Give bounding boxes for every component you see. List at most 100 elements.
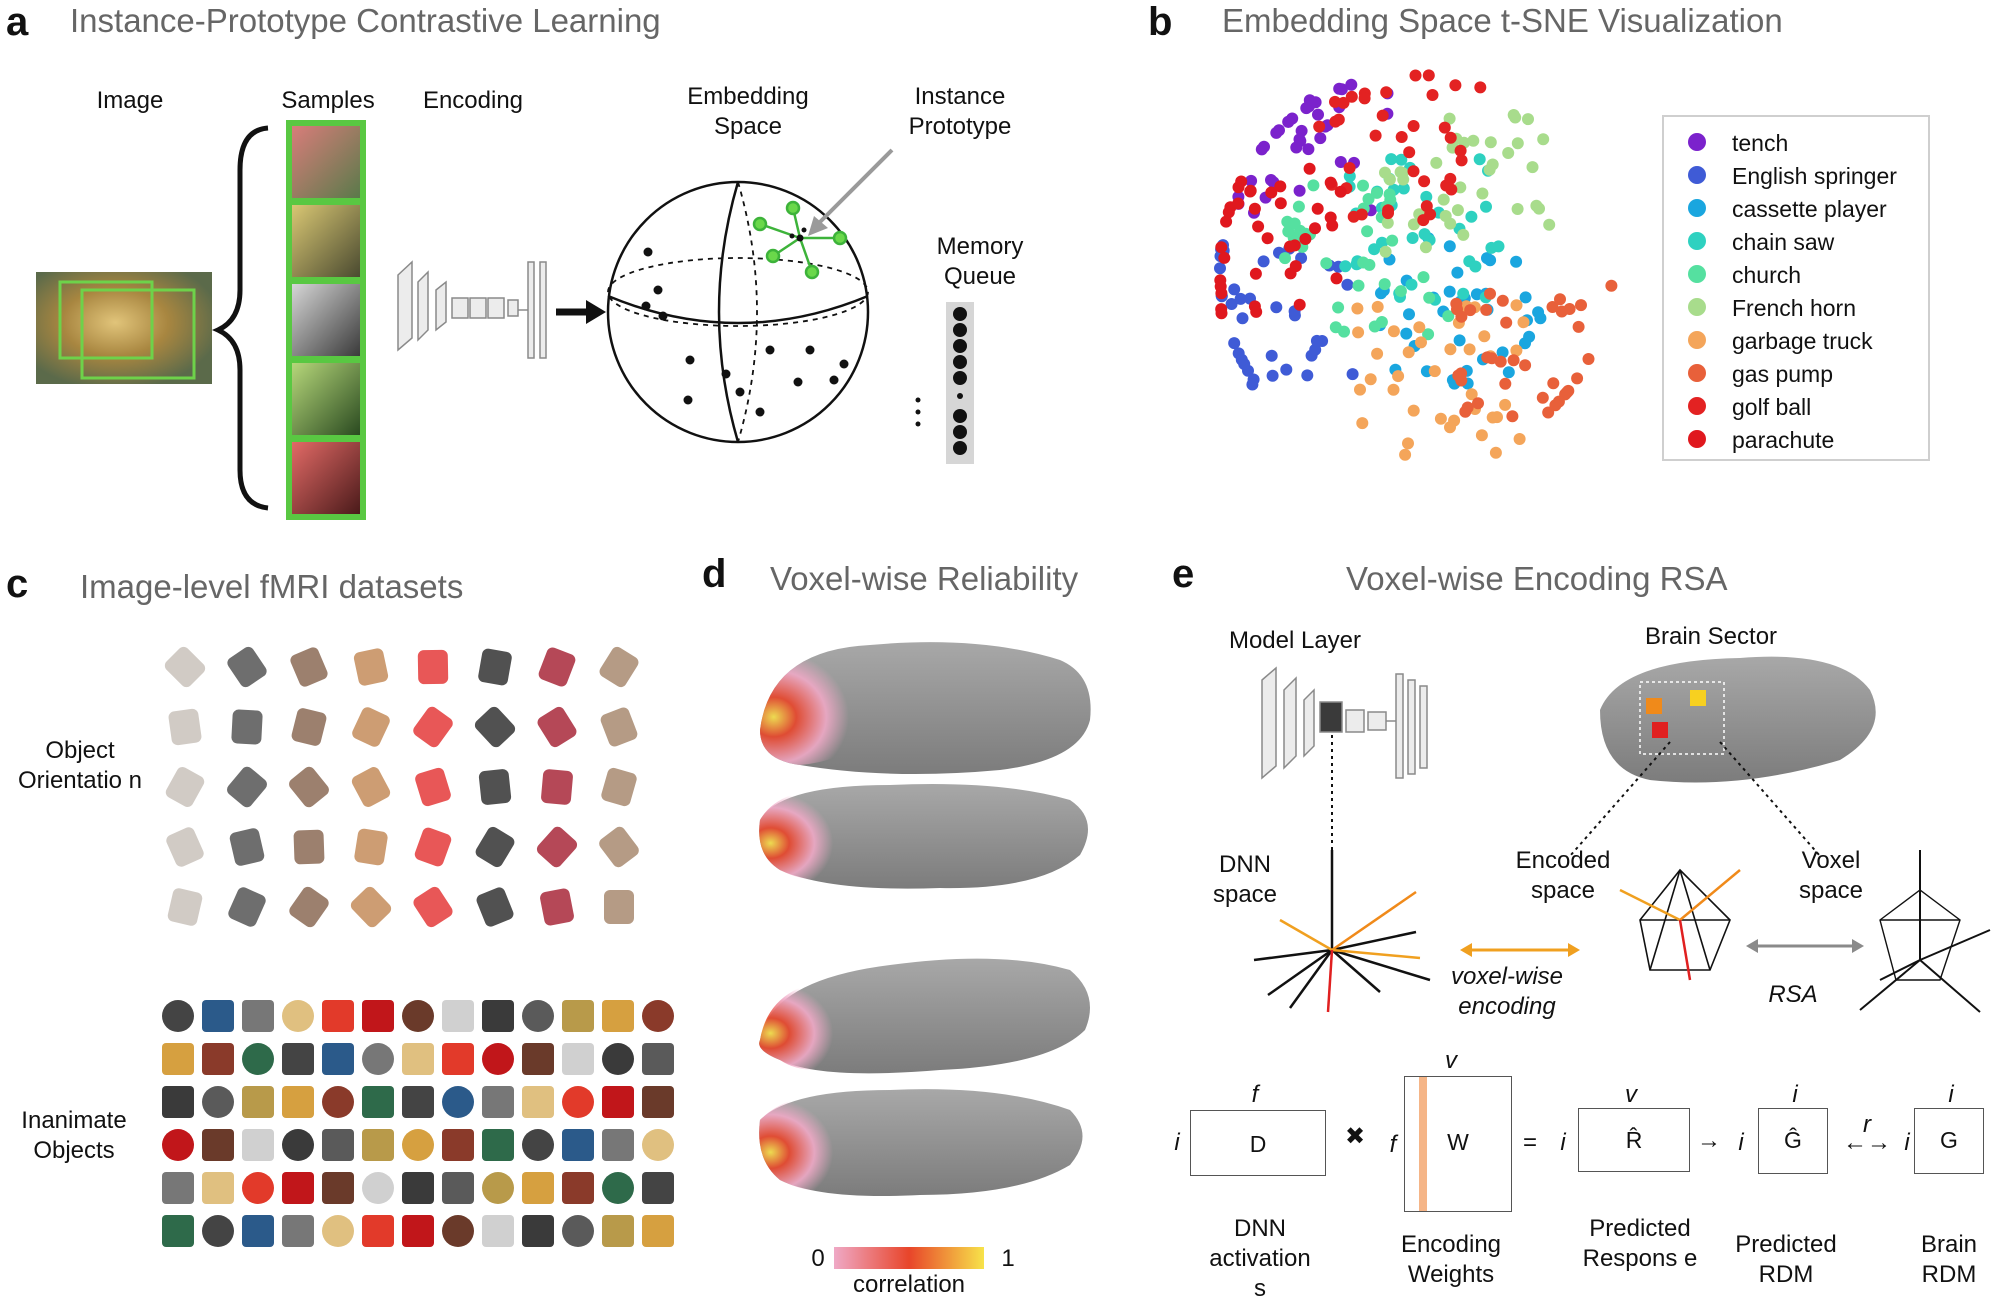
tsne-point <box>1402 346 1415 359</box>
object-thumbnail <box>442 1129 474 1161</box>
eq-i-label-2: i <box>1560 1129 1566 1156</box>
orientation-thumbnail <box>288 645 330 689</box>
tsne-point <box>1334 185 1347 198</box>
eq-i-label-1: i <box>1174 1129 1180 1156</box>
equals-sign: = <box>1522 1129 1537 1156</box>
tsne-point <box>1341 278 1354 291</box>
tsne-point <box>1533 202 1545 215</box>
tsne-point <box>1428 365 1441 378</box>
tsne-point <box>1413 321 1426 334</box>
legend-dot <box>1688 265 1706 283</box>
memory-queue-label: Memory Queue <box>936 233 1024 290</box>
caption-encoding-weights: Encoding Weights <box>1400 1231 1502 1288</box>
voxel-wise-encoding-label: voxel-wise encoding <box>1450 963 1564 1020</box>
tsne-point <box>1235 175 1248 188</box>
object-thumbnail <box>322 1000 354 1032</box>
tsne-point <box>1496 346 1509 359</box>
colorbar-label: correlation <box>852 1271 966 1298</box>
tsne-point <box>1438 121 1451 134</box>
tsne-point <box>1282 225 1295 238</box>
tsne-point <box>1378 278 1391 291</box>
tsne-point <box>1406 232 1419 244</box>
tsne-point <box>1455 374 1468 387</box>
brain-top-2 <box>759 784 1088 889</box>
tsne-point <box>1345 78 1358 91</box>
object-thumbnail <box>402 1129 434 1161</box>
sample-strip <box>286 120 366 520</box>
orientation-thumbnail <box>604 890 634 924</box>
tsne-point <box>1369 129 1382 142</box>
object-thumbnail <box>562 1000 594 1032</box>
orientation-thumbnail <box>540 768 574 806</box>
tsne-point <box>1288 309 1301 322</box>
brace <box>211 125 269 511</box>
tsne-point <box>1480 303 1493 316</box>
tsne-point <box>1332 113 1345 126</box>
instance-prototype-label: Instance Prototype <box>908 83 1012 140</box>
eq-f-label-1: f <box>1251 1081 1259 1108</box>
object-thumbnail <box>602 1129 634 1161</box>
tsne-point <box>1310 334 1323 347</box>
object-thumbnail <box>162 1129 194 1161</box>
object-thumbnail <box>242 1000 274 1032</box>
legend-dot <box>1688 133 1706 151</box>
tsne-point <box>1437 193 1450 206</box>
tsne-point <box>1513 433 1526 445</box>
tsne-point <box>1375 287 1387 300</box>
object-thumbnail <box>242 1086 274 1118</box>
rsa-label: RSA <box>1768 981 1818 1008</box>
tsne-point <box>1419 241 1432 254</box>
tsne-point <box>1492 240 1505 253</box>
caption-dnn-activations: DNN activation s <box>1209 1215 1311 1302</box>
tsne-point <box>1346 368 1359 381</box>
tsne-point <box>1364 373 1377 386</box>
tsne-point <box>1420 190 1433 203</box>
times-icon: ✖ <box>1344 1123 1366 1150</box>
tsne-point <box>1443 112 1456 125</box>
tsne-point <box>1250 305 1263 318</box>
voxel-space-plot <box>1859 850 1991 1013</box>
tsne-point <box>1370 186 1383 199</box>
tsne-point <box>1405 278 1418 291</box>
legend-dot <box>1688 430 1706 448</box>
legend-label: chain saw <box>1732 229 1835 255</box>
object-thumbnail <box>522 1043 554 1075</box>
tsne-point <box>1402 437 1414 450</box>
tsne-point <box>1542 406 1555 419</box>
object-thumbnail <box>162 1215 194 1247</box>
tsne-point <box>1509 111 1522 124</box>
tsne-point <box>1449 79 1462 92</box>
leopard-image <box>36 272 212 384</box>
tsne-point <box>1560 386 1573 399</box>
tsne-point <box>1314 132 1327 145</box>
object-thumbnail <box>522 1129 554 1161</box>
orientation-thumbnail <box>534 824 580 870</box>
object-thumbnail <box>282 1215 314 1247</box>
tsne-point <box>1293 184 1306 197</box>
legend-label: garbage truck <box>1732 328 1873 354</box>
orientation-thumbnail <box>163 764 207 810</box>
panel-d-title: Voxel-wise Reliability <box>770 560 1079 597</box>
tsne-point <box>1352 279 1365 292</box>
orientation-thumbnail <box>474 885 516 929</box>
tsne-point <box>1299 233 1312 245</box>
tsne-point <box>1546 301 1559 313</box>
object-thumbnail <box>322 1129 354 1161</box>
tsne-point <box>1280 363 1293 376</box>
orientation-thumbnail <box>472 704 518 750</box>
tsne-point <box>1507 354 1520 367</box>
tsne-point <box>1407 120 1420 132</box>
tsne-point <box>1339 260 1352 273</box>
tsne-point <box>1395 153 1408 166</box>
tsne-point <box>1244 185 1257 198</box>
object-thumbnail <box>282 1129 314 1161</box>
matrix-w: W <box>1404 1076 1512 1212</box>
tsne-point <box>1499 398 1512 411</box>
matrix-w-label: W <box>1447 1129 1469 1155</box>
tsne-point <box>1334 156 1347 168</box>
tsne-point <box>1506 410 1519 423</box>
tsne-point <box>1380 86 1393 99</box>
tsne-point <box>1282 115 1295 128</box>
colorbar-max-label: 1 <box>1001 1245 1015 1272</box>
object-thumbnail <box>282 1000 314 1032</box>
